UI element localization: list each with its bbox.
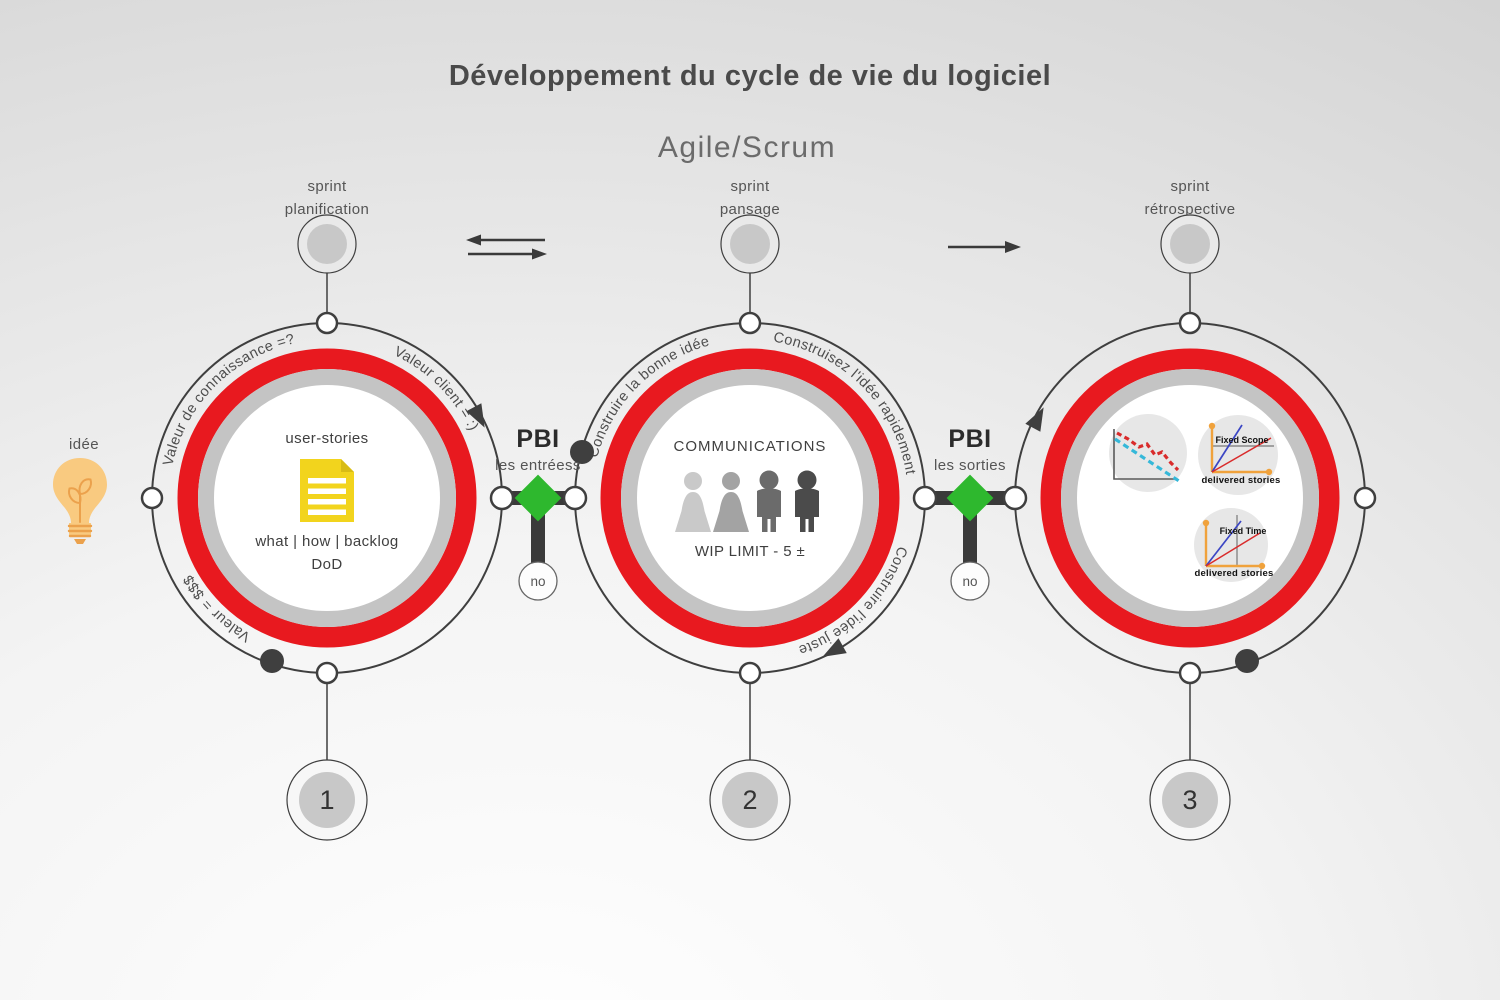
document-icon — [300, 459, 354, 522]
stage-1-number-circle-inner — [299, 772, 355, 828]
stage-2-wip-label: WIP LIMIT - 5 ± — [695, 543, 805, 560]
stage-2-top-label-line2: pansage — [720, 201, 780, 218]
stage-3-red-ring — [1040, 348, 1340, 648]
no-node — [950, 561, 990, 601]
stage-3-right-node — [1353, 486, 1377, 510]
stage-3-bottom-node — [1178, 661, 1202, 685]
right-arrow-icon — [948, 241, 1021, 253]
stage-1-top-label-line1: sprint — [307, 178, 347, 195]
stage-2-inner-white — [621, 369, 879, 627]
stage-3-top-node — [1178, 311, 1202, 335]
fixed-time-xlabel: delivered stories — [1195, 568, 1274, 579]
stage-1-body-line1: what | how | backlog — [254, 533, 398, 550]
pbi-connector-entries: no PBI les entréess — [495, 425, 581, 601]
lightbulb-icon — [53, 458, 107, 544]
stage-2-left-node — [562, 485, 588, 511]
woman-icon — [675, 472, 711, 532]
stage-3-top-label-line2: rétrospective — [1144, 201, 1235, 218]
stage-3-dark-node — [1235, 649, 1259, 673]
stage-2: sprint pansage COMMUNICATIONS — [570, 178, 926, 841]
no-node — [518, 561, 558, 601]
stage-1-heading: user-stories — [285, 430, 368, 447]
page-title: Développement du cycle de vie du logicie… — [449, 60, 1051, 92]
stage-2-top-node — [738, 311, 762, 335]
stage-1-bottom-node — [315, 661, 339, 685]
stage-1-flow-arrowhead-icon — [466, 403, 485, 428]
stage-2-heading: COMMUNICATIONS — [674, 438, 827, 455]
stage-2-right-node — [912, 485, 938, 511]
fixed-scope-title: Fixed Scope — [1215, 435, 1268, 445]
stage-3-top-label-line1: sprint — [1170, 178, 1210, 195]
stage-3-left-node — [1002, 485, 1028, 511]
stage-3-flow-arrowhead-icon — [1025, 407, 1044, 432]
man-icon — [757, 470, 781, 532]
pbi-sublabel: les entréess — [495, 457, 581, 474]
burndown-chart — [1109, 414, 1187, 492]
fixed-time-chart: Fixed Time delivered stories — [1194, 508, 1273, 582]
pbi-connector-outputs: no PBI les sorties — [925, 425, 1015, 601]
stage-2-flow-arrowhead-icon — [822, 638, 847, 657]
stage-2-dark-node — [570, 440, 594, 464]
stage-2-number-circle-inner — [722, 772, 778, 828]
circle-nodes — [140, 311, 1377, 685]
stage-1-sprint-marker-inner — [307, 224, 347, 264]
pbi-sublabel: les sorties — [934, 457, 1006, 474]
stage-2-top-label-line1: sprint — [730, 178, 770, 195]
pbi-label: PBI — [516, 425, 559, 453]
stage-3-number-circle-inner — [1162, 772, 1218, 828]
fixed-scope-chart: Fixed Scope delivered stories — [1198, 415, 1280, 495]
stage-1-body-line2: DoD — [311, 556, 342, 573]
stage-1-top-label-line2: planification — [285, 201, 369, 218]
idea-label: idée — [69, 436, 99, 453]
stage-1-red-ring — [177, 348, 477, 648]
stage-1-left-node — [140, 486, 164, 510]
stage-2-bottom-node — [738, 661, 762, 685]
pbi-diamond-icon — [946, 474, 994, 522]
stage-1-number: 1 — [319, 785, 334, 815]
stage-3-sprint-marker-inner — [1170, 224, 1210, 264]
no-label: no — [962, 574, 977, 589]
stage-2-gray-ring — [621, 369, 879, 627]
fixed-scope-xlabel: delivered stories — [1202, 475, 1281, 486]
no-label: no — [530, 574, 545, 589]
stage-2-sprint-marker-inner — [730, 224, 770, 264]
stage-1-gray-ring — [198, 369, 456, 627]
pbi-diamond-icon — [514, 474, 562, 522]
stage-2-red-ring — [600, 348, 900, 648]
stage-1-dark-node — [260, 649, 284, 673]
stage-1-top-node — [315, 311, 339, 335]
stage-1: sprint planification user-stories what |… — [151, 178, 503, 841]
fixed-time-title: Fixed Time — [1220, 526, 1267, 536]
people-icons — [675, 470, 819, 532]
woman-icon — [713, 472, 749, 532]
page-subtitle: Agile/Scrum — [658, 131, 836, 164]
stage-3: sprint rétrospective — [1014, 178, 1366, 841]
man-icon — [795, 470, 819, 532]
stage-3-gray-ring — [1061, 369, 1319, 627]
double-arrow-icon — [466, 234, 547, 260]
stage-2-number: 2 — [742, 785, 757, 815]
pbi-label: PBI — [948, 425, 991, 453]
stage-3-number: 3 — [1182, 785, 1197, 815]
stage-1-right-node — [489, 485, 515, 511]
